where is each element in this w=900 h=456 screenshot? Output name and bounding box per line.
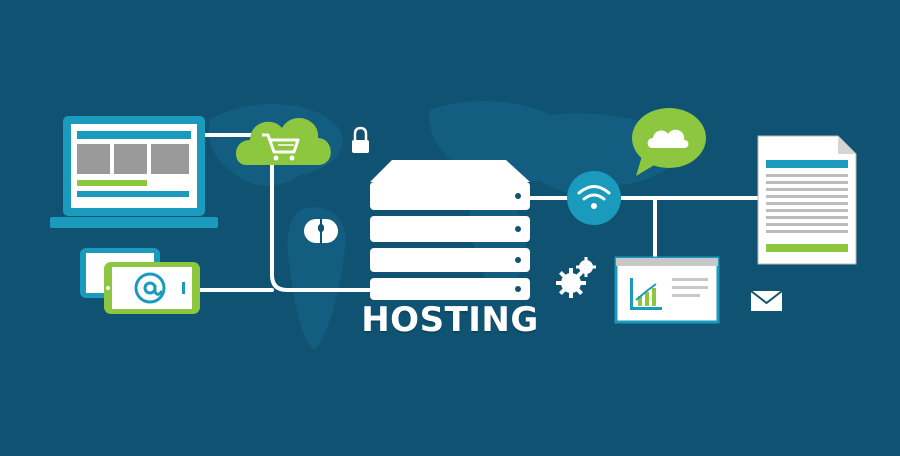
smartphone-icon (80, 248, 200, 314)
gears-icon (556, 257, 596, 298)
cart-cloud-icon (235, 117, 331, 165)
hosting-label: HOSTING (361, 300, 539, 340)
mouse-icon (304, 219, 338, 243)
mail-icon (750, 290, 783, 311)
line-cart-to-server (270, 163, 372, 292)
cloud-chat-icon (632, 108, 706, 176)
wifi-icon (567, 171, 621, 225)
server-stack-icon (370, 160, 530, 300)
lock-icon (352, 126, 369, 153)
laptop-icon (50, 116, 218, 228)
chart-window-icon (614, 256, 720, 324)
connection-lines (196, 133, 762, 292)
document-icon (757, 135, 857, 265)
